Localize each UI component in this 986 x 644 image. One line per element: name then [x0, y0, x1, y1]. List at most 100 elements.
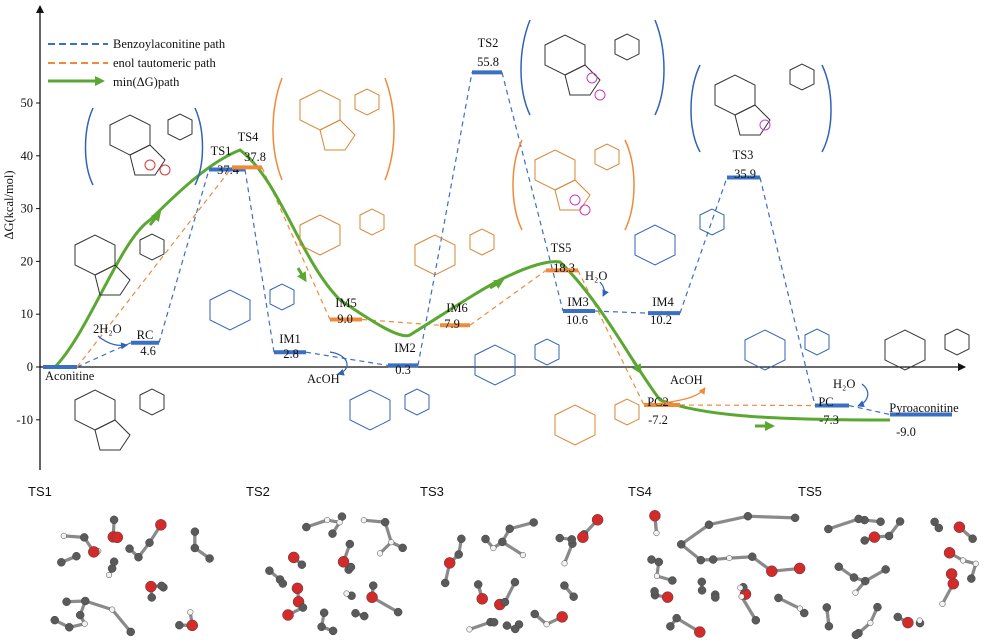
- geometry-panel-ts1: TS1: [28, 484, 214, 637]
- atom: [543, 621, 550, 628]
- oxygen-atom: [945, 568, 958, 580]
- y-tick-label: 10: [21, 307, 34, 321]
- state-energy: 4.6: [140, 344, 156, 358]
- atom: [106, 571, 113, 579]
- atom: [851, 630, 861, 640]
- structure-insets: [74, 19, 970, 451]
- blue-connector: [76, 342, 132, 368]
- state-energy: 2.8: [283, 347, 299, 361]
- oxygen-atom: [111, 531, 124, 544]
- atom: [743, 511, 753, 521]
- atom: [50, 615, 59, 625]
- atom: [650, 587, 659, 596]
- ts3-structure-inset: [690, 63, 832, 153]
- im4-structure: [634, 208, 725, 266]
- oxygen-atom: [476, 593, 488, 605]
- pc2-structure: [554, 398, 640, 446]
- state-name: IM4: [652, 295, 674, 309]
- state-name: IM2: [394, 341, 416, 355]
- geometry-panel-ts3: TS3: [420, 484, 604, 634]
- atom: [567, 535, 576, 544]
- panel-title: TS4: [628, 484, 652, 499]
- atom: [328, 529, 337, 538]
- atom: [190, 543, 200, 553]
- oxygen-atom: [943, 547, 956, 559]
- atom: [368, 581, 378, 590]
- atom: [860, 576, 870, 586]
- atom: [959, 557, 967, 564]
- y-tick-label: -10: [16, 413, 33, 427]
- y-tick-label: 30: [21, 202, 34, 216]
- atom: [109, 557, 119, 566]
- atom: [654, 557, 664, 567]
- atom: [824, 621, 834, 631]
- oxygen-atom: [649, 510, 661, 522]
- atom: [799, 608, 809, 618]
- state-name: TS2: [478, 36, 499, 50]
- atom: [711, 593, 720, 602]
- energy-states: AconitineRC4.6TS137.4TS437.8IM12.8IM59.0…: [43, 36, 959, 439]
- atom: [967, 574, 976, 583]
- state-energy: 18.3: [553, 261, 575, 275]
- state-energy: -7.3: [819, 413, 839, 427]
- atom: [852, 589, 859, 596]
- oxygen-atom: [155, 519, 167, 531]
- blue-connector: [305, 351, 389, 367]
- atom: [696, 555, 706, 565]
- rc-structure: [209, 283, 295, 331]
- oxygen-atom: [661, 591, 674, 603]
- atom: [297, 560, 307, 569]
- atom: [265, 566, 274, 575]
- atom: [473, 580, 483, 589]
- atom: [895, 517, 905, 526]
- y-tick-label: 40: [21, 149, 34, 163]
- oxygen-atom: [793, 562, 806, 575]
- oxygen-atom: [88, 546, 100, 558]
- state-im4: IM4 10.2: [648, 295, 680, 327]
- atom: [205, 554, 214, 563]
- annotations: 2H₂O AcOH H₂O AcOH H₂O: [93, 269, 869, 408]
- pyroaconitine-structure: [884, 328, 970, 371]
- atom: [72, 551, 81, 561]
- atom: [968, 534, 977, 543]
- atom: [125, 544, 134, 553]
- atom: [147, 593, 156, 602]
- state-name: IM1: [279, 332, 301, 346]
- atom: [726, 555, 733, 562]
- state-energy: 10.2: [650, 313, 672, 327]
- atom: [676, 540, 686, 549]
- geometry-panel-ts2: TS2: [246, 484, 407, 636]
- oxygen-atom: [443, 557, 456, 569]
- atom: [972, 560, 979, 567]
- orange-connector: [76, 167, 233, 368]
- atom: [860, 536, 869, 545]
- blue-connector: [679, 177, 728, 314]
- atom: [697, 586, 707, 595]
- state-name: IM5: [335, 296, 357, 310]
- state-name: IM3: [567, 295, 589, 309]
- atom: [466, 626, 473, 633]
- atom: [175, 620, 184, 630]
- geometry-panel-ts5: TS5: [798, 484, 979, 640]
- legend-entry-min-path: min(ΔG)path: [113, 75, 180, 89]
- oxygen-atom: [186, 619, 199, 632]
- atom: [398, 543, 407, 553]
- atom: [62, 597, 71, 606]
- atom: [708, 555, 718, 564]
- atom: [490, 545, 497, 552]
- atom: [376, 550, 384, 557]
- oxygen-atom: [366, 591, 378, 604]
- bond: [740, 594, 758, 622]
- oxygen-atom: [577, 531, 589, 543]
- atom: [790, 513, 800, 523]
- min-dg-path: [53, 148, 891, 431]
- atom: [81, 596, 90, 606]
- atom: [697, 577, 707, 587]
- panel-title: TS1: [28, 484, 52, 499]
- atom: [867, 619, 874, 626]
- pc-structure: [744, 328, 830, 371]
- bond: [826, 517, 861, 531]
